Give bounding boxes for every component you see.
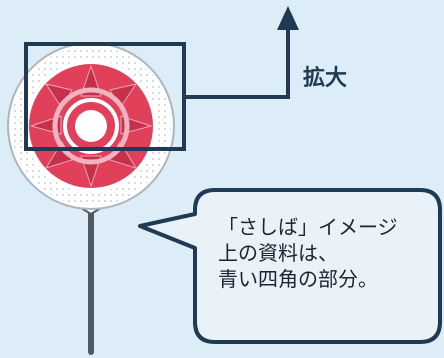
callout-line-2: 上の資料は、 [218,241,338,265]
callout-line-1: 「さしば」イメージ [218,215,398,239]
zoom-arrow-line [184,28,290,99]
fan-white-ring [63,98,119,154]
zoom-label: 拡大 [303,66,348,91]
zoom-arrow-head-icon [277,6,299,30]
callout-line-3: 青い四角の部分。 [218,267,378,291]
callout-text: 「さしば」イメージ 上の資料は、 青い四角の部分。 [218,214,438,292]
fan-pink-ring [52,87,130,165]
fan-center [75,110,107,142]
speech-bubble [138,188,442,344]
uchiwa-fan [7,42,175,355]
